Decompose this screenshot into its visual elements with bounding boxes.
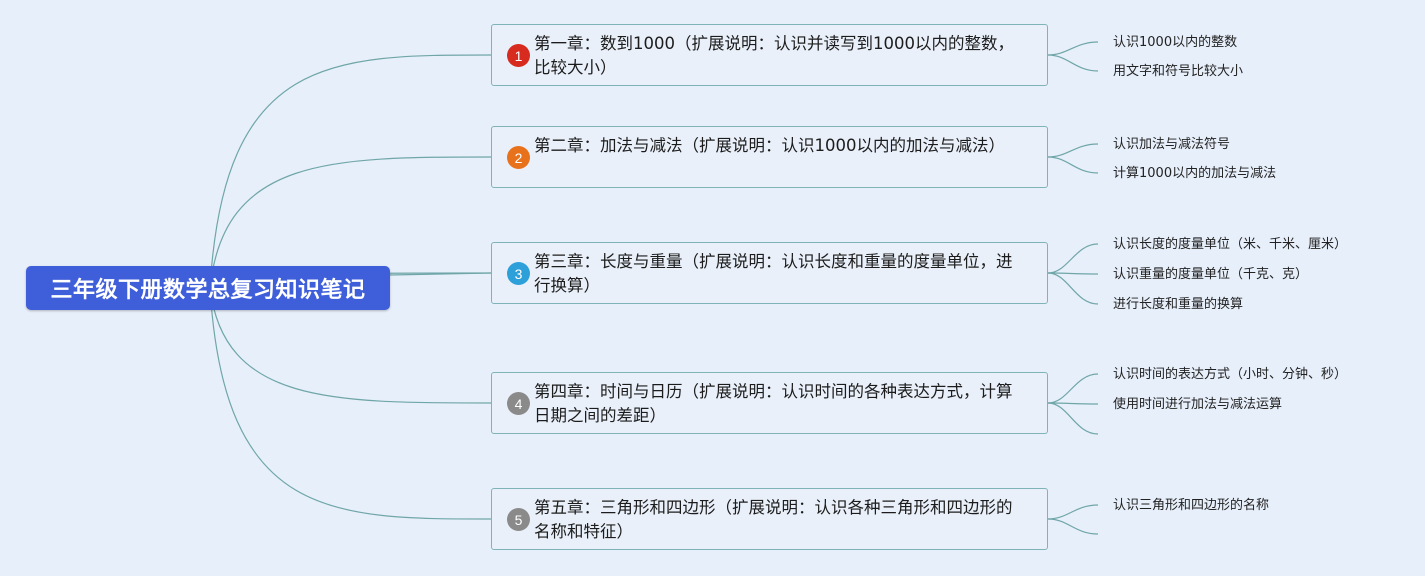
leaf-node[interactable]: 认识时间的表达方式（小时、分钟、秒） [1113,367,1348,382]
branch-connector [209,156,492,289]
leaf-node[interactable]: 使用时间进行加法与减法运算 [1113,397,1283,412]
leaf-connector [1047,402,1099,405]
chapter-node-2[interactable]: 2 第二章：加法与减法（扩展说明：认识1000以内的加法与减法） [491,126,1048,188]
leaf-node[interactable]: 计算1000以内的加法与减法 [1113,166,1277,181]
leaf-node[interactable]: 认识长度的度量单位（米、千米、厘米） [1113,237,1348,252]
leaf-connector [1047,504,1099,520]
leaf-connector [1047,272,1099,275]
branch-connector [389,272,492,276]
chapter-label: 第三章：长度与重量（扩展说明：认识长度和重量的度量单位，进行换算） [534,252,1013,295]
priority-badge-1: 1 [507,44,530,67]
leaf-connector [1047,272,1099,305]
leaf-node[interactable]: 认识重量的度量单位（千克、克） [1113,267,1309,282]
branch-connector [209,54,492,289]
chapter-label: 第一章：数到1000（扩展说明：认识并读写到1000以内的整数，比较大小） [534,34,1014,77]
chapter-label: 第四章：时间与日历（扩展说明：认识时间的各种表达方式，计算日期之间的差距） [534,382,1013,425]
priority-badge-3: 3 [507,262,530,285]
priority-badge-2: 2 [507,146,530,169]
chapter-node-3[interactable]: 3 第三章：长度与重量（扩展说明：认识长度和重量的度量单位，进行换算） [491,242,1048,304]
chapter-node-5[interactable]: 5 第五章：三角形和四边形（扩展说明：认识各种三角形和四边形的名称和特征） [491,488,1048,550]
leaf-node[interactable]: 认识1000以内的整数 [1113,35,1238,50]
leaf-node[interactable]: 用文字和符号比较大小 [1113,64,1244,79]
leaf-node[interactable]: 认识加法与减法符号 [1113,137,1231,152]
priority-badge-4: 4 [507,392,530,415]
leaf-connector [1047,518,1099,535]
leaf-connector [1047,156,1099,174]
chapter-node-4[interactable]: 4 第四章：时间与日历（扩展说明：认识时间的各种表达方式，计算日期之间的差距） [491,372,1048,434]
priority-badge-5: 5 [507,508,530,531]
root-node[interactable]: 三年级下册数学总复习知识笔记 [26,266,390,310]
leaf-connector [1047,41,1099,56]
chapter-label: 第五章：三角形和四边形（扩展说明：认识各种三角形和四边形的名称和特征） [534,498,1013,541]
leaf-connector [1047,54,1099,72]
leaf-node[interactable]: 进行长度和重量的换算 [1113,297,1244,312]
chapter-label: 第二章：加法与减法（扩展说明：认识1000以内的加法与减法） [534,136,1005,155]
leaf-connector [1047,373,1099,404]
leaf-connector [1047,402,1099,435]
branch-connector [209,287,492,520]
leaf-connector [1047,143,1099,158]
root-label: 三年级下册数学总复习知识笔记 [50,278,366,303]
leaf-connector [1047,243,1099,274]
chapter-node-1[interactable]: 1 第一章：数到1000（扩展说明：认识并读写到1000以内的整数，比较大小） [491,24,1048,86]
branch-connector [209,287,492,404]
leaf-node[interactable]: 认识三角形和四边形的名称 [1113,498,1270,513]
